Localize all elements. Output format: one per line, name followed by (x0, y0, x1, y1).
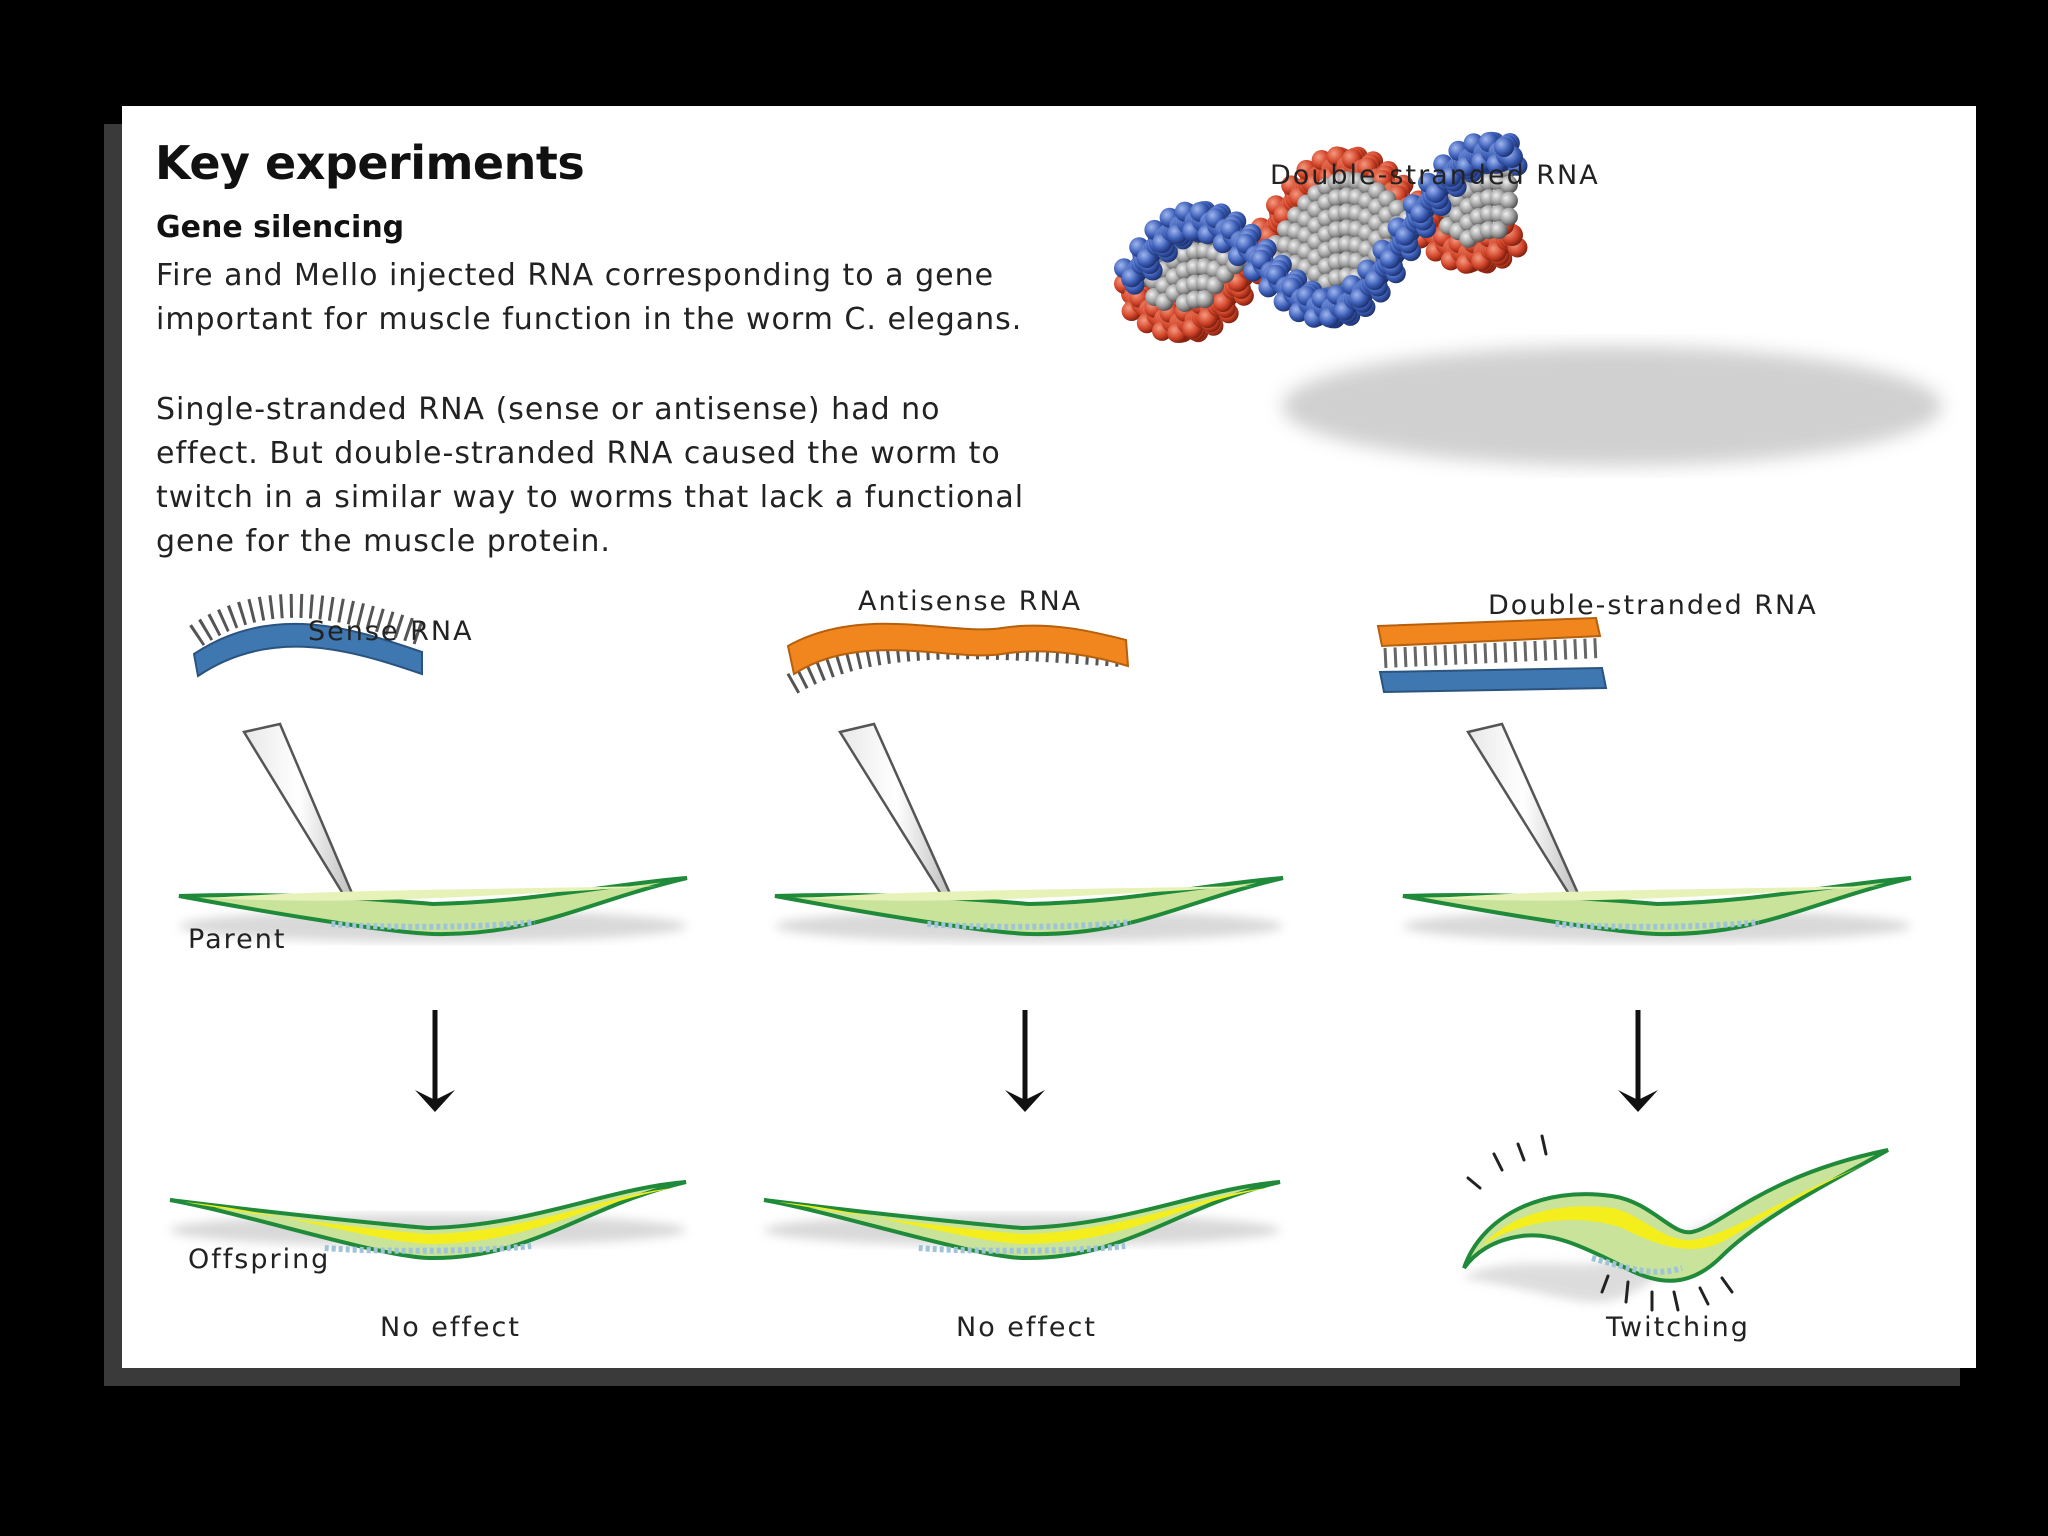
parent-worm (1402, 876, 1912, 942)
molecule-blue-strand (1114, 131, 1528, 329)
parent-label: Parent (188, 924, 287, 955)
paragraph-2-line-4: gene for the muscle protein. (156, 524, 611, 559)
diagram-graphics (169, 131, 1942, 1312)
page-title: Key experiments (155, 136, 585, 190)
column-2-rna-label: Antisense RNA (858, 586, 1083, 617)
parent-worm (178, 876, 688, 942)
arrow-down-icon (1005, 1010, 1045, 1112)
key-experiments-panel: Key experiments Gene silencing Fire and … (122, 106, 1976, 1368)
paragraph-1-line-2: important for muscle function in the wor… (156, 302, 1023, 337)
twitch-marks (1466, 1134, 1734, 1312)
offspring-worm-twitching (1462, 1134, 1889, 1312)
molecule-shadow (1282, 346, 1942, 466)
paragraph-2-line-2: effect. But double-stranded RNA caused t… (156, 436, 1001, 471)
arrow-down-icon (415, 1010, 455, 1112)
double-stranded-rna-strand (1376, 616, 1608, 694)
column-1-rna-label: Sense RNA (308, 616, 474, 647)
offspring-worm (169, 1180, 687, 1261)
sense-rna-strand (189, 593, 426, 678)
pipette-2 (838, 722, 954, 904)
paragraph-2-line-3: twitch in a similar way to worms that la… (156, 480, 1025, 515)
offspring-worm (763, 1180, 1281, 1261)
section-subtitle: Gene silencing (156, 210, 405, 245)
parent-worm (774, 876, 1284, 942)
offspring-label: Offspring (188, 1244, 331, 1275)
paragraph-1-line-1: Fire and Mello injected RNA correspondin… (156, 258, 995, 293)
molecule-illustration (1114, 131, 1942, 466)
column-2-result: No effect (956, 1312, 1097, 1343)
molecule-label: Double-stranded RNA (1270, 160, 1600, 191)
paragraph-2-line-1: Single-stranded RNA (sense or antisense)… (156, 392, 941, 427)
arrow-down-icon (1618, 1010, 1658, 1112)
column-3-rna-label: Double-stranded RNA (1488, 590, 1818, 621)
pipette-1 (242, 722, 356, 904)
pipette-3 (1466, 722, 1582, 904)
column-1-result: No effect (380, 1312, 521, 1343)
antisense-rna-strand (786, 622, 1130, 694)
column-3-result: Twitching (1606, 1312, 1750, 1343)
